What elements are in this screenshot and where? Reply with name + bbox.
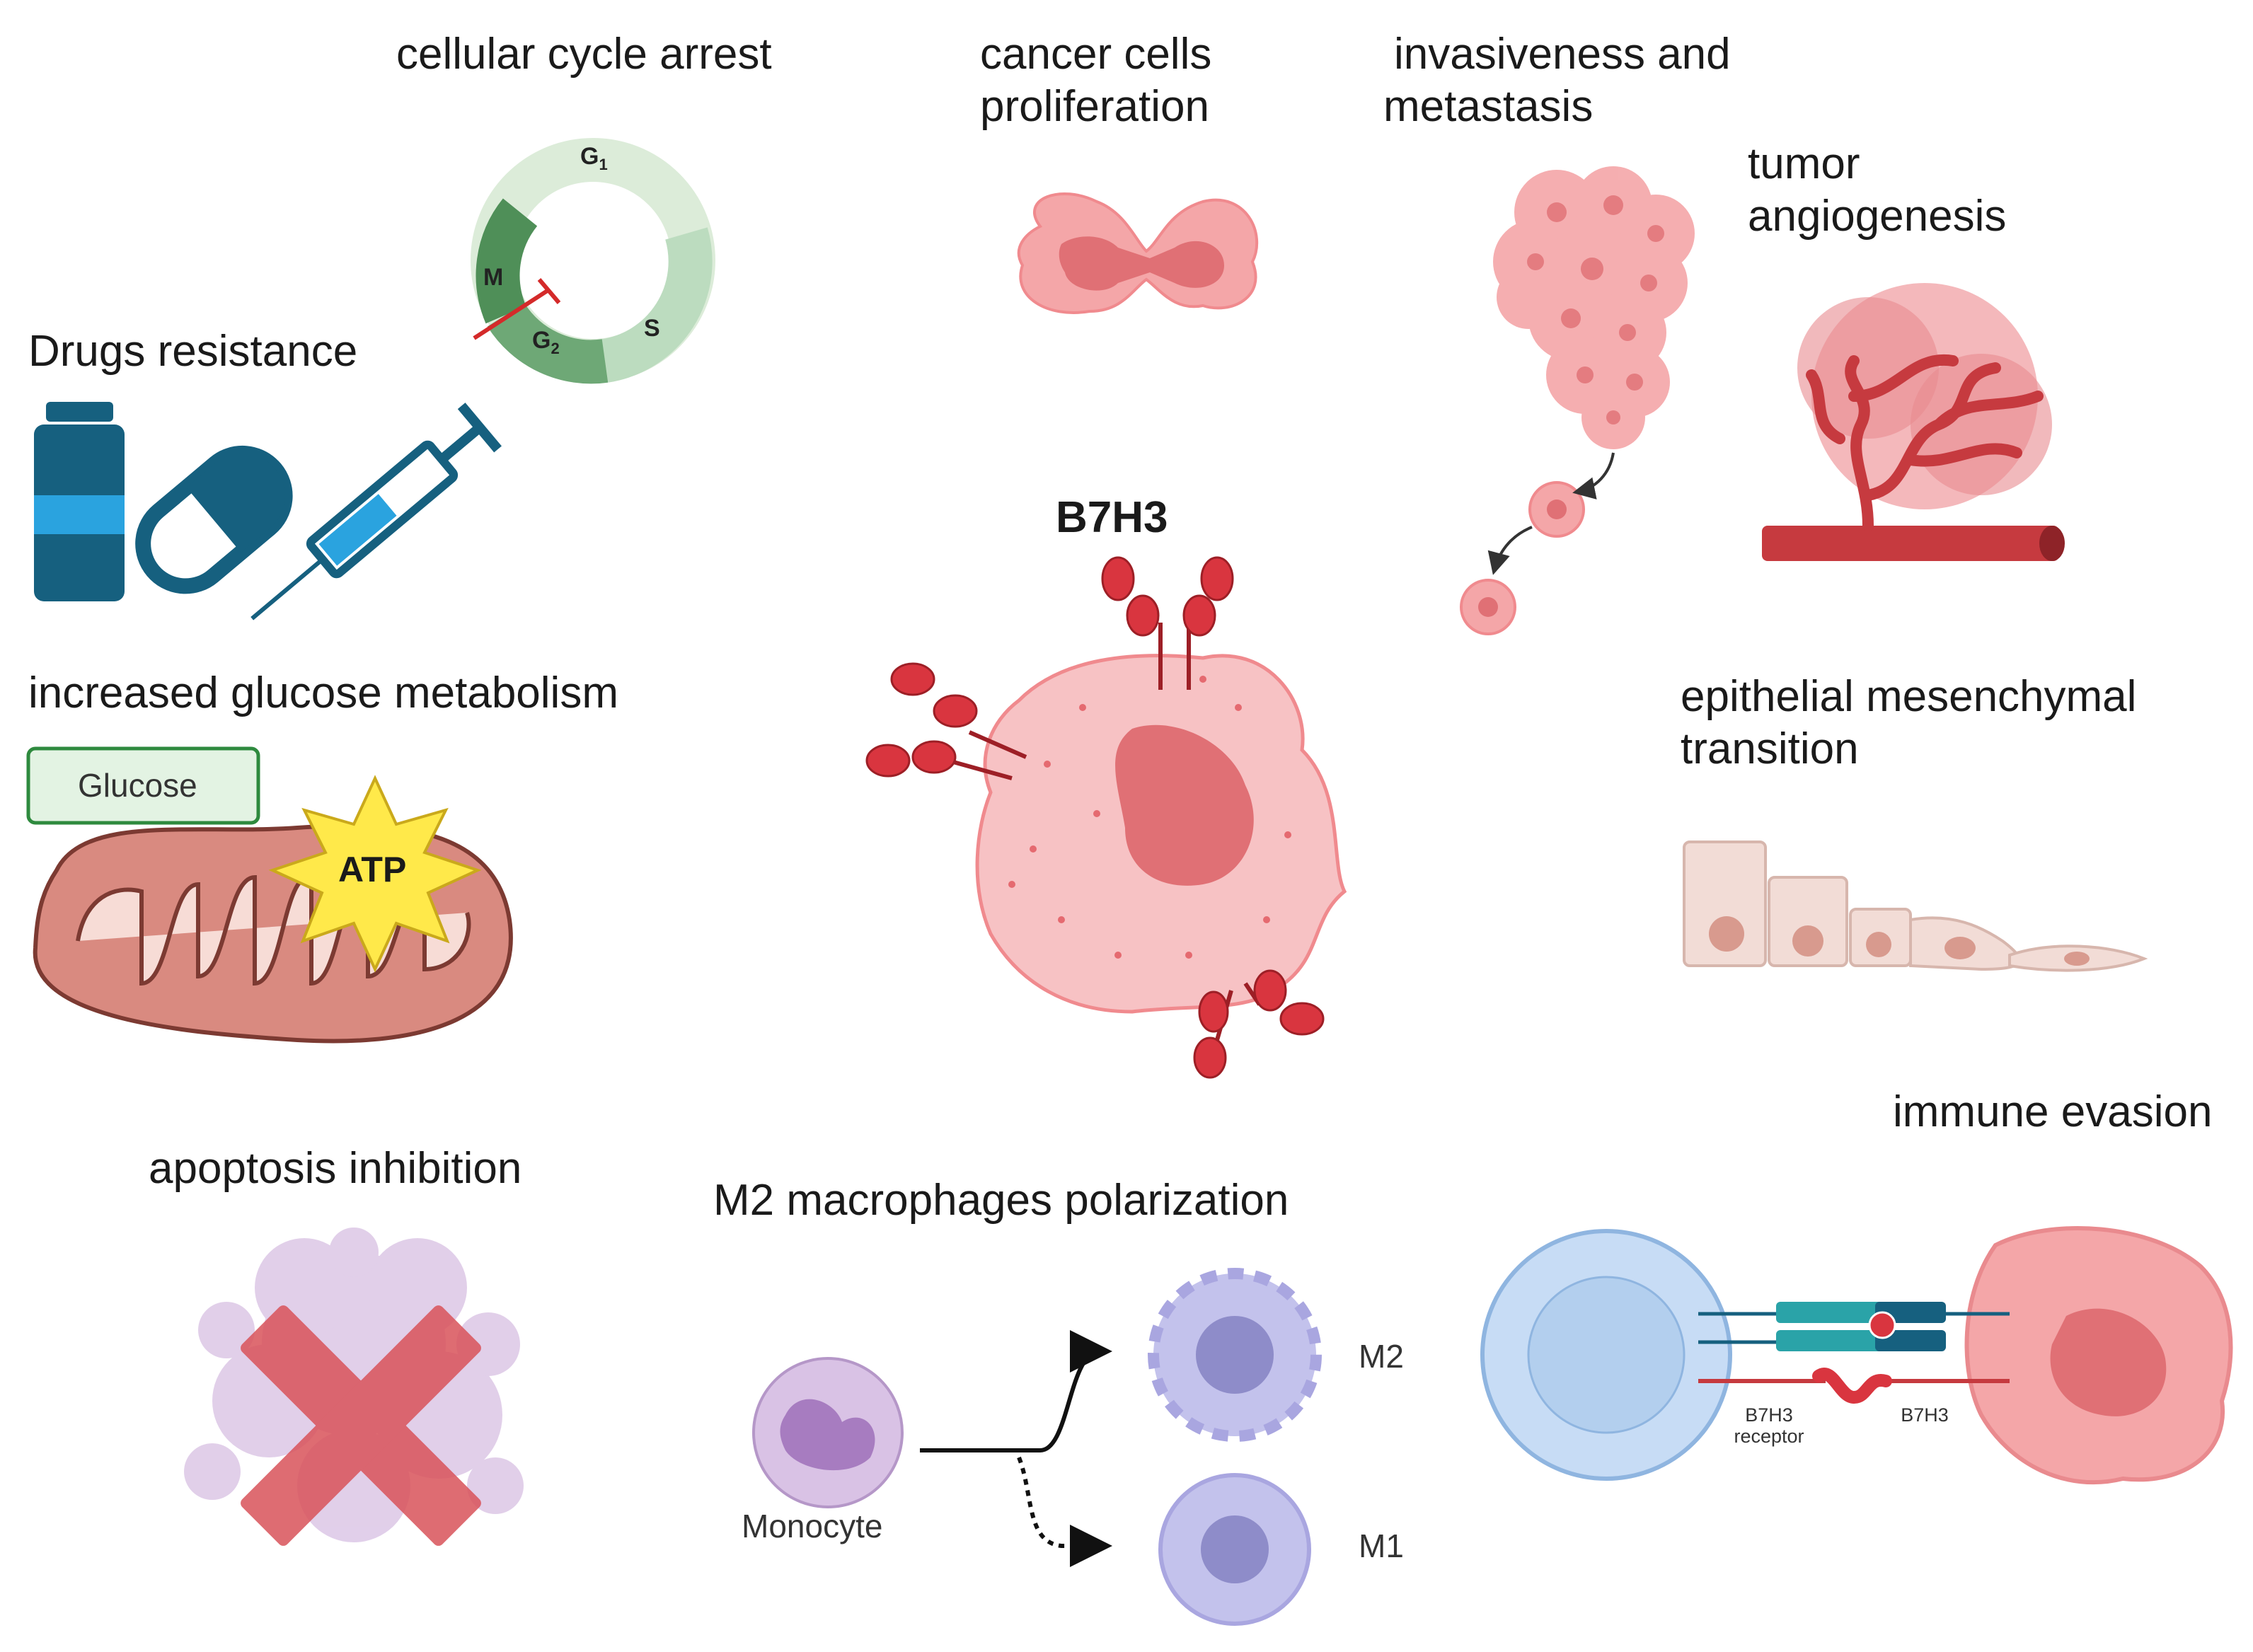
tumor-cluster [1493, 166, 1695, 449]
angiogenesis-label-line-2: angiogenesis [1748, 192, 2007, 241]
angiogenesis-label-line-1: tumor [1748, 139, 1860, 188]
b7h3-title: B7H3 [1056, 493, 1168, 542]
m1-arrow [1017, 1456, 1112, 1567]
drug-resistance-label: Drugs resistance [28, 327, 358, 376]
m2-polarization-label: M2 macrophages polarization [713, 1176, 1289, 1225]
b7h3-cancer-cell [975, 654, 1347, 1014]
b7h3-receptor-label-line-1: B7H3 [1745, 1404, 1793, 1426]
atp-burst [268, 775, 482, 973]
immune-evasion-label: immune evasion [1893, 1087, 2213, 1136]
angiogenesis-label: tumor angiogenesis [1748, 138, 2006, 243]
t-cell [1480, 1229, 1732, 1481]
b7h3-ligand-label: B7H3 [1901, 1404, 1949, 1426]
receptor-complex [1698, 1302, 2010, 1404]
proliferation-label: cancer cells proliferation [980, 28, 1211, 133]
emt-label: epithelial mesenchymal transition [1681, 671, 2136, 775]
glucose-box [26, 746, 260, 825]
metastasis-arrow-1 [1572, 452, 1615, 499]
cycle-phase-s: S [644, 315, 660, 342]
glucose-box-label: Glucose [78, 767, 197, 804]
b7h3-receptor-label-line-2: receptor [1734, 1426, 1804, 1447]
monocyte-label: Monocyte [742, 1508, 883, 1544]
emt-nuclei [1709, 916, 2090, 966]
apoptotic-cell-fragments [184, 1228, 524, 1542]
cell-cycle-arrest-label: cellular cycle arrest [396, 30, 772, 79]
glucose-metabolism-label: increased glucose metabolism [28, 669, 618, 717]
invasiveness-label: invasiveness and metastasis [1383, 28, 1731, 133]
cycle-phase-m: M [483, 264, 503, 291]
syringe-icon [250, 403, 502, 620]
m1-macrophage [1158, 1473, 1311, 1626]
angiogenesis-tumor [1762, 283, 2065, 561]
vial-icon [34, 402, 125, 601]
emt-label-line-2: transition [1681, 724, 1859, 773]
m2-macrophage [1148, 1268, 1322, 1442]
emt-label-line-1: epithelial mesenchymal [1681, 672, 2137, 721]
m2-arrow [920, 1330, 1112, 1452]
monocyte-cell [752, 1357, 904, 1508]
m1-label: M1 [1359, 1527, 1404, 1564]
capsule-icon [135, 445, 293, 594]
blood-vessel [1762, 526, 2059, 561]
atp-label: ATP [338, 850, 407, 889]
invasiveness-label-line-2: metastasis [1383, 82, 1594, 131]
apoptosis-label: apoptosis inhibition [149, 1144, 522, 1193]
b7h3-receptors [865, 556, 1325, 1079]
emt-cells [1683, 841, 2148, 972]
cross-icon [241, 1305, 481, 1546]
tumor-cluster-nuclei [1527, 195, 1664, 424]
b7h3-receptor-label: B7H3 receptor [1712, 1404, 1826, 1447]
dividing-cell [1017, 192, 1259, 314]
proliferation-label-line-1: cancer cells [980, 30, 1212, 79]
invasiveness-label-line-1: invasiveness and [1394, 30, 1731, 79]
metastasis-arrow-2 [1487, 526, 1533, 575]
tumor-cell-immune [1964, 1226, 2233, 1485]
cell-cycle-diagram [471, 138, 715, 384]
proliferation-label-line-2: proliferation [980, 82, 1209, 131]
m2-label: M2 [1359, 1338, 1404, 1375]
